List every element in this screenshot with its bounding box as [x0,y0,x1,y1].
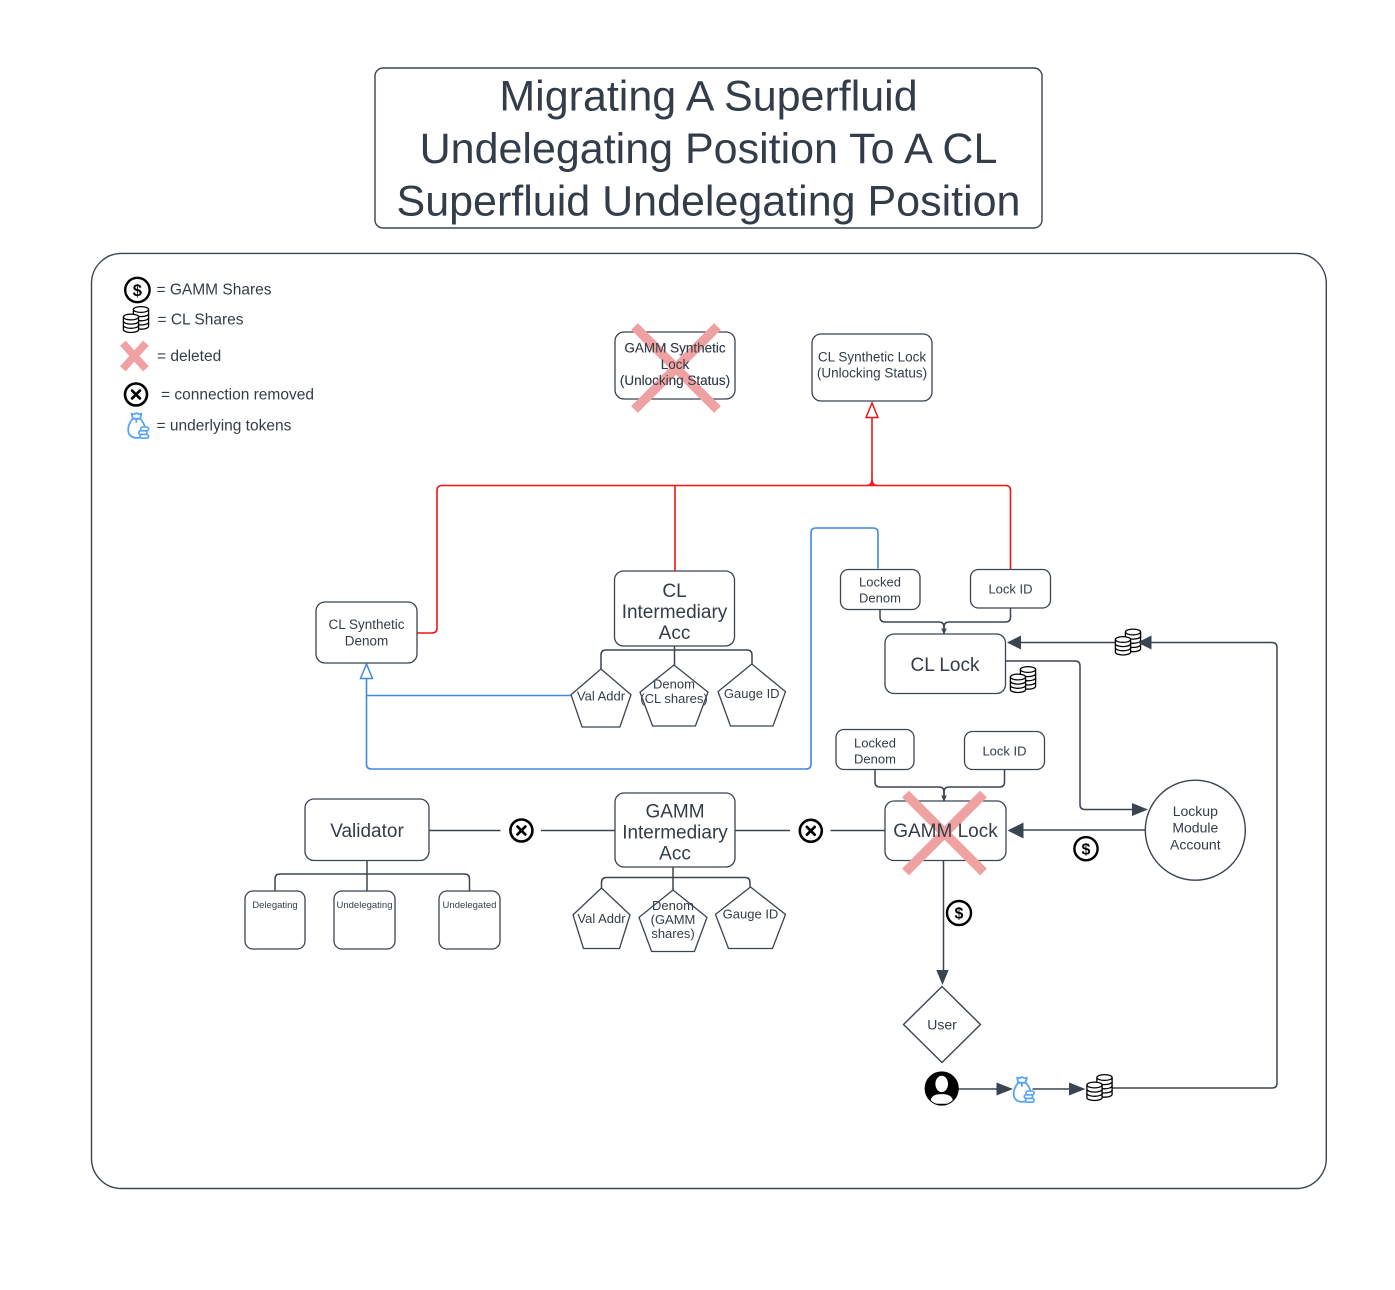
svg-text:= connection removed: = connection removed [161,387,314,404]
svg-text:(CL shares): (CL shares) [640,691,707,706]
svg-text:(GAMM: (GAMM [651,912,696,927]
svg-text:User: User [927,1017,957,1033]
svg-text:$: $ [133,282,142,300]
svg-text:= deleted: = deleted [157,348,221,365]
svg-text:Module: Module [1172,820,1218,836]
svg-text:Undelegated: Undelegated [443,900,497,911]
svg-text:Denom: Denom [345,634,389,649]
svg-text:CL Lock: CL Lock [911,655,980,676]
svg-text:Acc: Acc [659,844,691,865]
svg-text:= CL Shares: = CL Shares [158,312,244,329]
svg-text:$: $ [1082,841,1091,858]
svg-text:= underlying tokens: = underlying tokens [157,418,292,435]
svg-text:Val Addr: Val Addr [577,689,626,704]
svg-text:shares): shares) [651,926,694,941]
svg-text:Denom: Denom [653,677,695,692]
svg-text:Denom: Denom [854,752,896,767]
svg-text:Val Addr: Val Addr [577,911,626,926]
svg-text:CL Synthetic: CL Synthetic [328,617,404,632]
svg-text:(Unlocking Status): (Unlocking Status) [620,373,730,388]
svg-text:Lockup: Lockup [1173,803,1218,819]
svg-text:Migrating A Superfluid: Migrating A Superfluid [499,73,917,121]
svg-text:CL Synthetic Lock: CL Synthetic Lock [818,350,927,365]
svg-text:Undelegating: Undelegating [337,900,393,911]
svg-text:Denom: Denom [859,591,901,606]
svg-text:Account: Account [1170,836,1221,852]
svg-text:GAMM Lock: GAMM Lock [893,821,998,842]
svg-text:Lock ID: Lock ID [982,744,1026,759]
svg-text:Intermediary: Intermediary [622,823,728,844]
svg-text:Acc: Acc [659,623,691,644]
svg-text:Locked: Locked [854,736,896,751]
svg-text:Intermediary: Intermediary [622,602,728,623]
svg-text:Gauge ID: Gauge ID [723,907,779,922]
svg-text:= GAMM Shares: = GAMM Shares [157,282,272,299]
svg-text:GAMM Synthetic: GAMM Synthetic [624,341,726,356]
svg-text:Lock ID: Lock ID [988,582,1032,597]
svg-text:Undelegating Position To A CL: Undelegating Position To A CL [420,125,998,173]
svg-text:GAMM: GAMM [645,802,704,823]
svg-text:(Unlocking Status): (Unlocking Status) [817,366,927,381]
svg-text:$: $ [955,906,964,923]
svg-text:Locked: Locked [859,575,901,590]
svg-text:CL: CL [662,581,686,602]
svg-text:Validator: Validator [330,821,404,842]
svg-text:Delegating: Delegating [252,900,297,911]
svg-text:Superfluid Undelegating Positi: Superfluid Undelegating Position [397,178,1021,226]
svg-text:Lock: Lock [661,357,690,372]
svg-text:Denom: Denom [652,898,694,913]
svg-text:Gauge ID: Gauge ID [724,686,780,701]
svg-text:(Unlocking Status): (Unlocking Status) [620,373,730,388]
